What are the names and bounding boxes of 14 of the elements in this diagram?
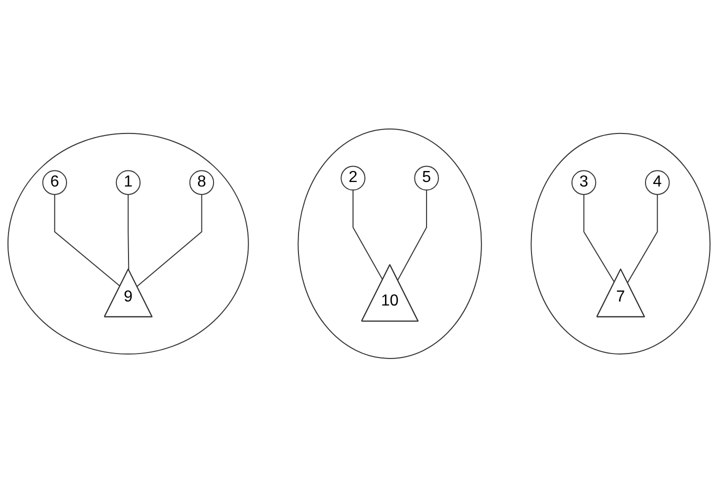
connector (54, 194, 121, 288)
connector (128, 194, 130, 270)
connector (397, 190, 428, 281)
node-circle: 5 (414, 166, 439, 191)
connector (352, 190, 384, 281)
connector (583, 194, 616, 284)
node-circle: 1 (116, 170, 141, 196)
connector (627, 194, 658, 284)
node-circle: 3 (571, 170, 596, 196)
connector (136, 194, 202, 288)
node-circle: 4 (644, 170, 670, 196)
node-circle: 2 (340, 166, 366, 191)
node-circle: 6 (42, 170, 68, 196)
node-circle: 8 (189, 170, 214, 196)
